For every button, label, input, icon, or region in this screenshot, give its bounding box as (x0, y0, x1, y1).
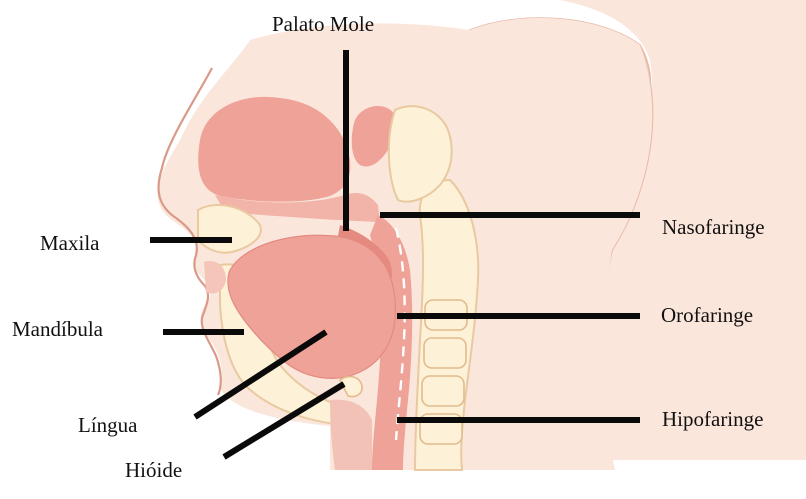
label-orofaringe: Orofaringe (661, 303, 753, 327)
vertebra (422, 376, 464, 406)
label-hioide: Hióide (125, 458, 182, 482)
label-lingua: Língua (78, 413, 138, 437)
label-hipofaringe: Hipofaringe (662, 407, 763, 431)
label-nasofaringe: Nasofaringe (662, 215, 765, 239)
label-palato-mole: Palato Mole (272, 12, 374, 36)
label-mandibula: Mandíbula (12, 317, 104, 341)
vertebra (424, 338, 466, 368)
label-maxila: Maxila (40, 231, 100, 255)
